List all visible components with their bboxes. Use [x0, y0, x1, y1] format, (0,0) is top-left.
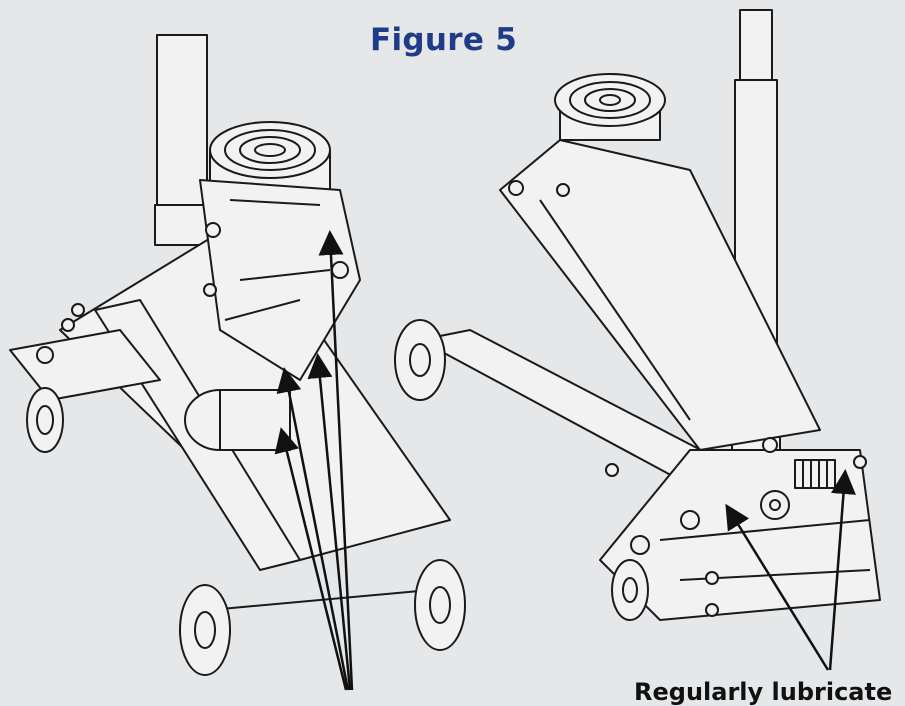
arrow-right-pump [725, 503, 830, 671]
right-jack-handle [739, 9, 773, 81]
left-floor-jack [9, 34, 466, 676]
arrow-left-mid-arm [307, 353, 352, 691]
arrow-left-pivot [274, 427, 348, 691]
right-floor-jack [394, 9, 881, 621]
left-jack-rear-axle [209, 589, 431, 611]
right-jack-spring [794, 459, 836, 489]
arrow-left-upper-arm [318, 230, 354, 691]
arrow-left-link [276, 367, 350, 691]
right-jack-lift-arm [499, 139, 821, 451]
arrow-right-spring [828, 469, 856, 671]
lubrication-arrows [274, 230, 856, 691]
left-jack-lift-arm [199, 179, 361, 381]
left-jack-handle [156, 34, 208, 216]
right-jack-base [599, 449, 881, 621]
figure-title: Figure 5 [370, 22, 518, 58]
left-jack-pivot-bolt [205, 222, 221, 238]
lubricate-callout-label: Regularly lubricate [634, 678, 893, 706]
